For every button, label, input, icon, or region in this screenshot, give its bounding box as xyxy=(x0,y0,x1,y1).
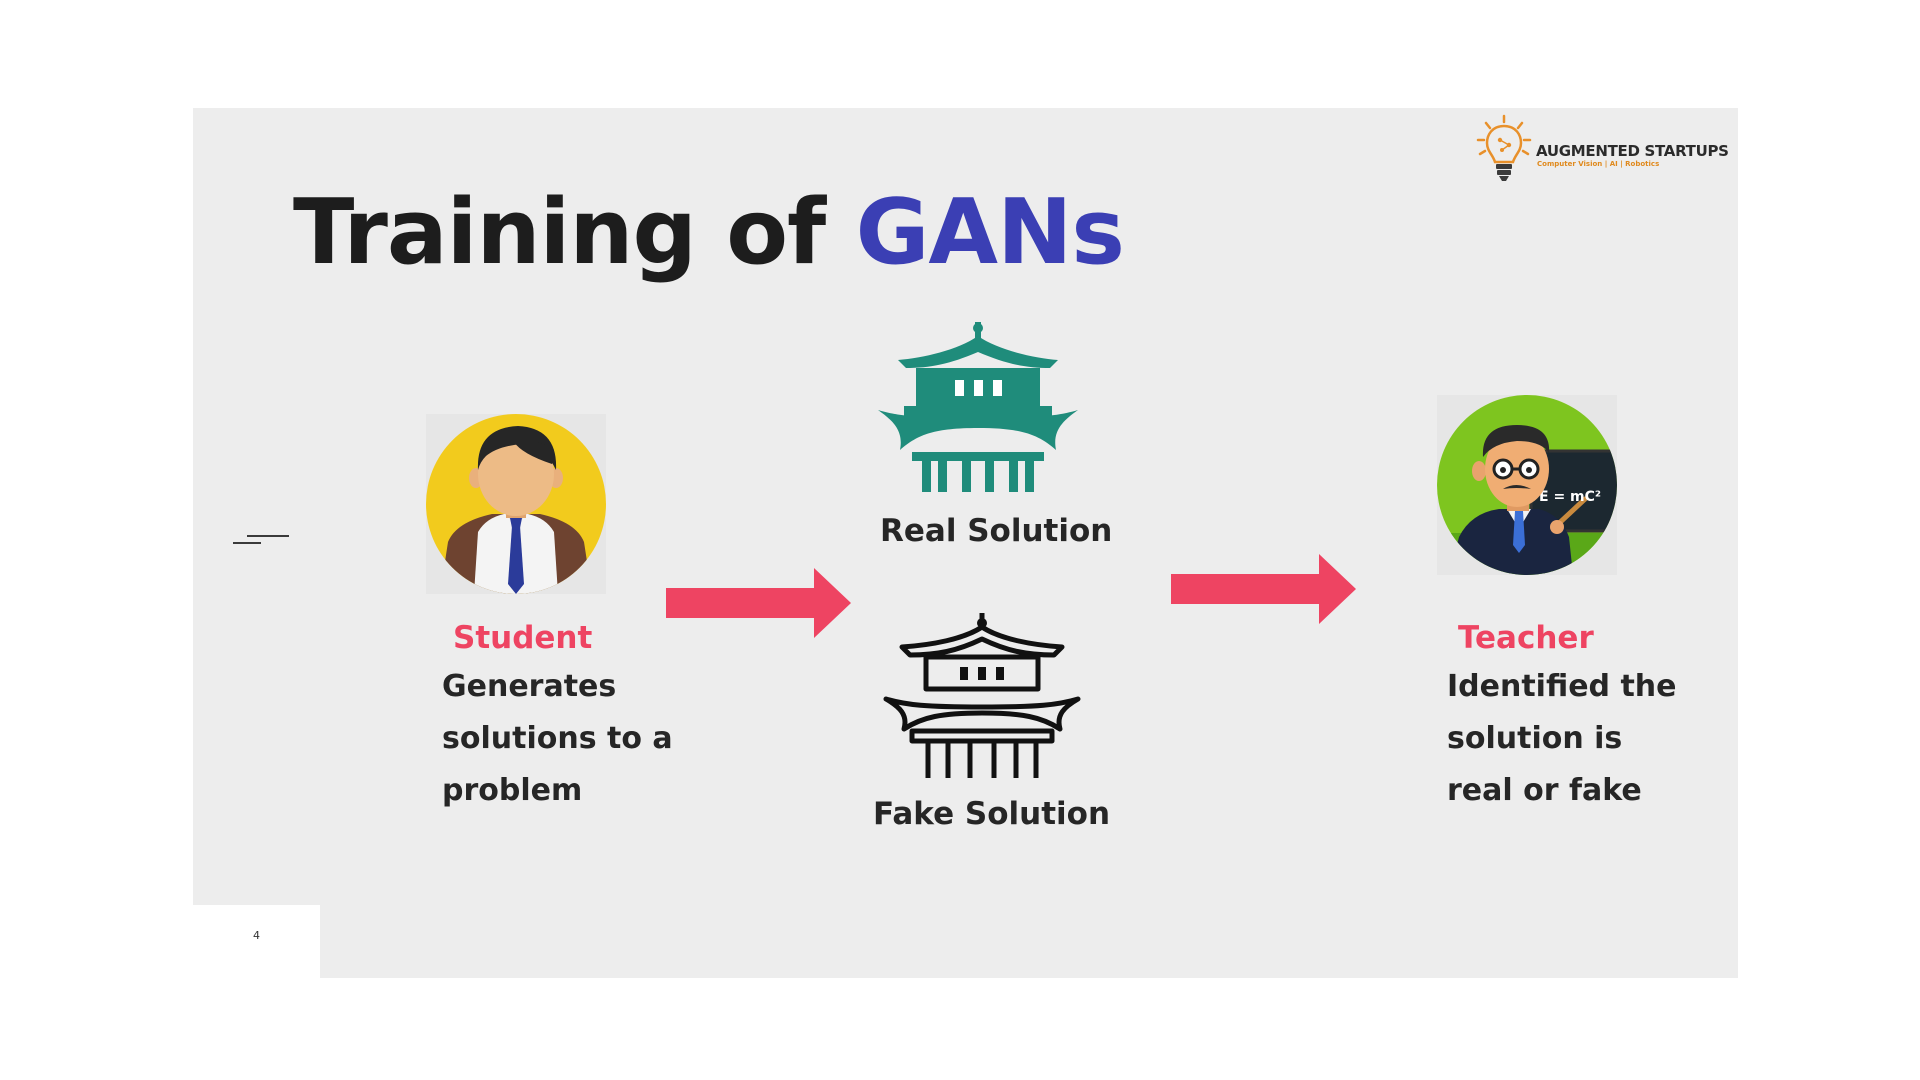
student-description-line: Generates xyxy=(442,669,617,704)
pagoda-outline-icon xyxy=(883,613,1081,778)
title-accent: GANs xyxy=(855,180,1125,285)
title-main: Training of xyxy=(293,180,826,285)
logo-name: AUGMENTED STARTUPS xyxy=(1536,142,1729,160)
lightbulb-logo-icon xyxy=(1476,114,1532,181)
teacher-description-line: Identified the xyxy=(1447,669,1677,704)
teacher-description: Identified the solution is real or fake xyxy=(1447,661,1677,817)
student-label: Student xyxy=(453,620,593,656)
teacher-avatar-icon: E = mC² xyxy=(1437,395,1617,575)
slide-title: Training of GANs xyxy=(293,180,1125,285)
arrow-right-icon xyxy=(1171,554,1356,624)
teacher-description-line: solution is xyxy=(1447,721,1623,756)
student-description-line: problem xyxy=(442,773,583,808)
logo-tagline: Computer Vision | AI | Robotics xyxy=(1537,160,1660,168)
student-avatar-icon xyxy=(426,414,606,594)
menu-lines-icon xyxy=(233,533,289,549)
page-number-box: 4 xyxy=(193,905,320,978)
teacher-label: Teacher xyxy=(1458,620,1594,656)
student-description-line: solutions to a xyxy=(442,721,673,756)
company-logo: AUGMENTED STARTUPS Computer Vision | AI … xyxy=(1472,112,1738,188)
teacher-description-line: real or fake xyxy=(1447,773,1642,808)
fake-solution-caption: Fake Solution xyxy=(873,796,1111,832)
teacher-board-text: E = mC² xyxy=(1539,489,1601,505)
page-number: 4 xyxy=(253,929,260,942)
arrow-right-icon xyxy=(666,568,851,638)
student-description: Generates solutions to a problem xyxy=(442,661,673,817)
slide: Training of GANs AUGMENTED STARTUPS Co xyxy=(193,108,1738,978)
real-solution-caption: Real Solution xyxy=(880,513,1113,549)
pagoda-solid-icon xyxy=(878,322,1078,492)
